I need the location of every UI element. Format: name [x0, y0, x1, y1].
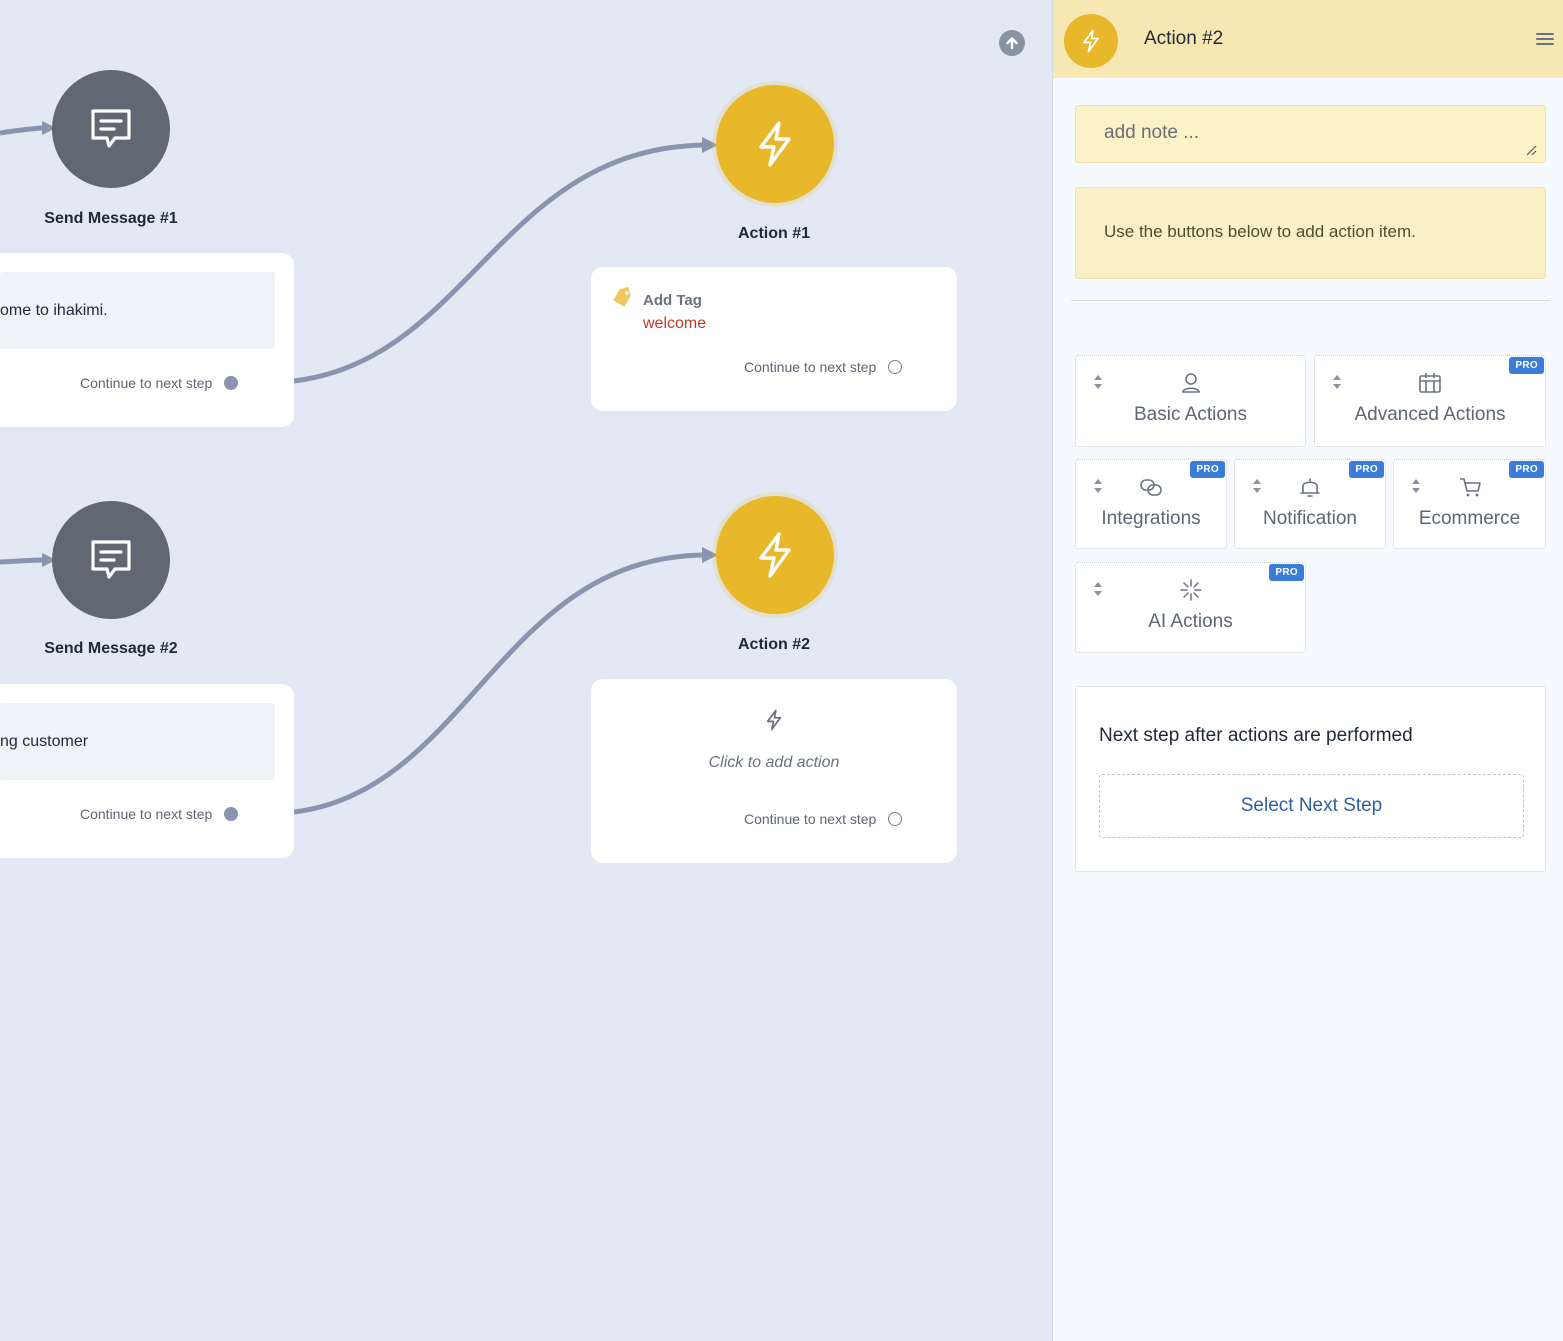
panel-action-badge — [1064, 14, 1118, 68]
action-node-1[interactable] — [716, 85, 834, 203]
resize-handle-icon[interactable] — [1525, 144, 1537, 156]
flow-canvas[interactable]: Send Message #1 ome to ihakimi. Continue… — [0, 0, 1052, 1341]
continue-label: Continue to next step — [744, 811, 877, 827]
panel-header: Action #2 — [1053, 0, 1563, 78]
sort-handle-icon[interactable] — [1411, 478, 1421, 494]
tile-ecommerce[interactable]: Ecommerce PRO — [1393, 459, 1546, 549]
continue-to-next-step[interactable]: Continue to next step — [744, 359, 903, 375]
incoming-link-2 — [0, 557, 46, 565]
tile-label: Notification — [1263, 508, 1357, 529]
sort-handle-icon[interactable] — [1093, 478, 1103, 494]
tile-label: Basic Actions — [1134, 404, 1247, 425]
pro-badge: PRO — [1190, 461, 1225, 478]
continue-label: Continue to next step — [80, 375, 213, 391]
node-title: Action #1 — [737, 225, 810, 242]
link-message1-action1 — [293, 142, 706, 384]
lightning-icon — [759, 121, 791, 167]
message-card-2[interactable]: ng customer Continue to next step — [0, 684, 294, 858]
sort-handle-icon[interactable] — [1252, 478, 1262, 494]
tile-ai-actions[interactable]: AI Actions PRO — [1075, 562, 1306, 653]
add-action-placeholder[interactable]: Click to add action — [708, 754, 840, 771]
incoming-link-1 — [0, 125, 46, 136]
link-arrow-1 — [702, 137, 718, 153]
message-icon — [91, 540, 131, 579]
tile-advanced-actions[interactable]: Advanced Actions PRO — [1314, 355, 1546, 447]
message-bubble: ng customer — [0, 703, 275, 780]
action-node-2[interactable] — [716, 496, 834, 614]
sort-handle-icon[interactable] — [1093, 374, 1103, 390]
lightning-icon — [766, 709, 782, 731]
output-port[interactable] — [224, 807, 239, 821]
continue-label: Continue to next step — [744, 359, 877, 375]
calendar-icon — [1419, 373, 1441, 393]
pro-badge: PRO — [1349, 461, 1384, 478]
tag-icon — [613, 287, 631, 307]
continue-label: Continue to next step — [80, 806, 213, 822]
note-placeholder: add note ... — [1104, 122, 1200, 143]
output-port[interactable] — [888, 360, 903, 374]
output-port[interactable] — [888, 812, 903, 826]
action-item-type: Add Tag — [643, 292, 702, 309]
lightning-icon — [759, 532, 791, 578]
tile-integrations[interactable]: Integrations PRO — [1075, 459, 1227, 549]
action-card-1[interactable]: Add Tag welcome Continue to next step — [591, 267, 957, 411]
action-item-value: welcome — [643, 315, 707, 332]
tile-basic-actions[interactable]: Basic Actions — [1075, 355, 1306, 447]
divider — [1071, 300, 1550, 301]
continue-to-next-step[interactable]: Continue to next step — [744, 811, 903, 827]
select-next-step-button[interactable]: Select Next Step — [1099, 774, 1524, 838]
bell-icon — [1300, 478, 1320, 497]
send-message-node-1[interactable] — [52, 70, 170, 188]
panel-title: Action #2 — [1144, 28, 1224, 49]
sparkle-spinner-icon — [1179, 579, 1202, 601]
sort-handle-icon[interactable] — [1332, 374, 1342, 390]
continue-to-next-step[interactable]: Continue to next step — [80, 375, 239, 391]
sort-handle-icon[interactable] — [1093, 581, 1103, 597]
link-arrow-2 — [702, 547, 718, 563]
info-text: Use the buttons below to add action item… — [1104, 222, 1416, 241]
message-icon — [91, 109, 131, 148]
action-side-panel: Action #2 add note ... Use the buttons b… — [1052, 0, 1563, 1341]
pro-badge: PRO — [1509, 461, 1544, 478]
note-field[interactable]: add note ... — [1075, 105, 1546, 163]
node-title: Send Message #1 — [44, 210, 178, 227]
lightning-icon — [1083, 29, 1099, 53]
continue-to-next-step[interactable]: Continue to next step — [80, 806, 239, 822]
link-icon — [1140, 479, 1162, 496]
next-step-title: Next step after actions are performed — [1099, 725, 1413, 746]
tile-label: AI Actions — [1148, 611, 1233, 632]
tile-notification[interactable]: Notification PRO — [1234, 459, 1386, 549]
next-step-card: Next step after actions are performed Se… — [1075, 686, 1546, 872]
shopping-cart-icon — [1459, 478, 1481, 497]
node-title: Send Message #2 — [44, 640, 178, 657]
info-message: Use the buttons below to add action item… — [1075, 187, 1546, 279]
tile-label: Integrations — [1101, 508, 1201, 529]
pro-badge: PRO — [1269, 564, 1304, 581]
upload-button[interactable] — [999, 30, 1025, 56]
output-port[interactable] — [224, 376, 239, 390]
message-text: ome to ihakimi. — [0, 301, 108, 319]
arrow-up-circle-icon — [1006, 37, 1018, 50]
hamburger-menu-icon[interactable] — [1536, 31, 1554, 47]
node-title: Action #2 — [737, 636, 810, 653]
send-message-node-2[interactable] — [52, 501, 170, 619]
tile-label: Ecommerce — [1418, 508, 1521, 529]
connection-links — [0, 121, 718, 815]
action-card-2[interactable]: Click to add action Continue to next ste… — [591, 679, 957, 863]
message-text: ng customer — [0, 732, 89, 750]
link-message2-action2 — [293, 552, 706, 815]
message-bubble: ome to ihakimi. — [0, 272, 275, 349]
pro-badge: PRO — [1509, 357, 1544, 374]
message-card-1[interactable]: ome to ihakimi. Continue to next step — [0, 253, 294, 427]
incoming-arrow-1 — [42, 121, 56, 135]
incoming-arrow-2 — [42, 553, 56, 567]
user-pin-icon — [1181, 373, 1200, 393]
tile-label: Advanced Actions — [1354, 404, 1506, 425]
